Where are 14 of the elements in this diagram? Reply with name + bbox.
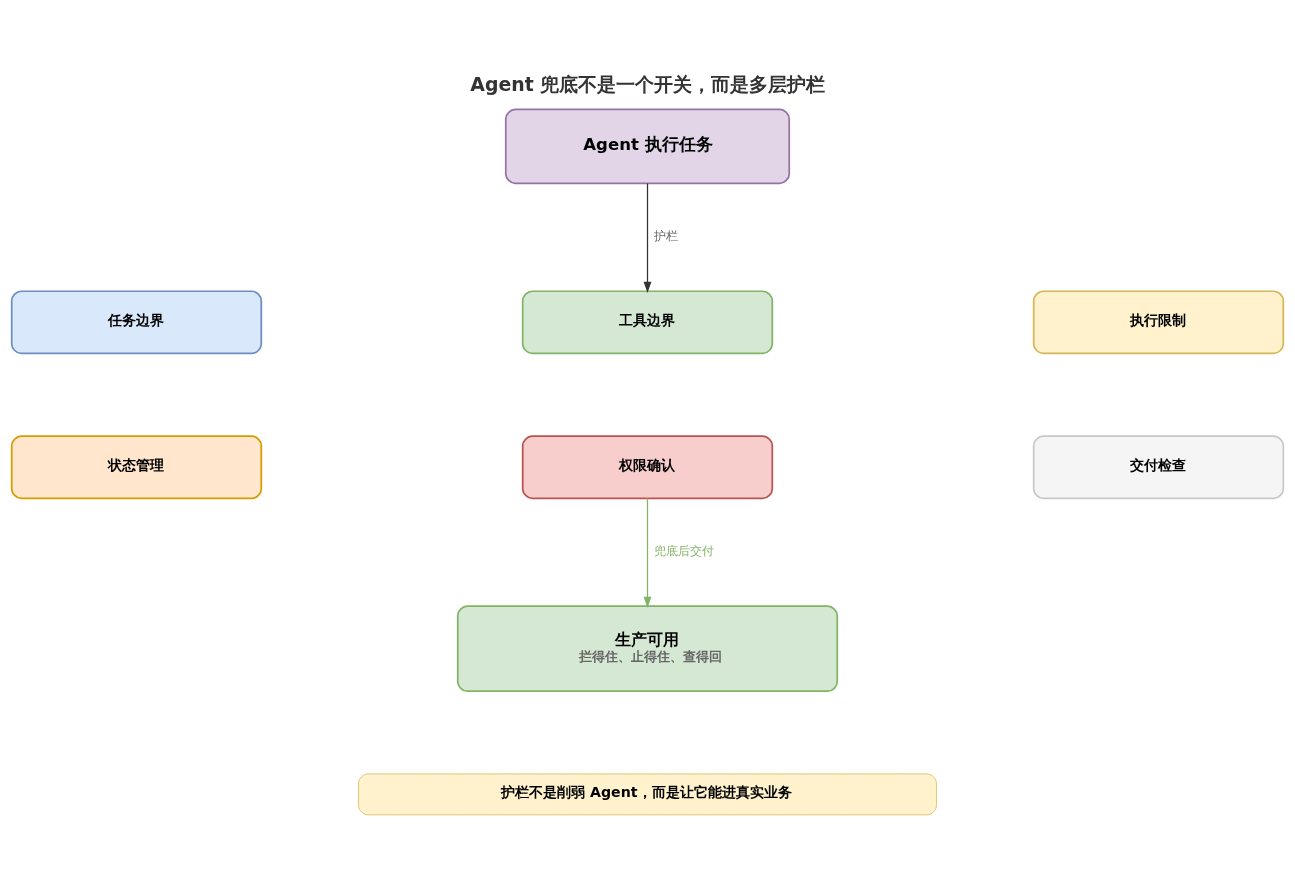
arrow xyxy=(643,182,652,293)
diagram-title: Agent 兜底不是一个开关，而是多层护栏 xyxy=(470,72,826,95)
node-box: 工具边界 xyxy=(521,289,774,354)
edge-label: 护栏 xyxy=(654,228,679,243)
node-box: 执行限制 xyxy=(1032,289,1285,354)
node-box: 生产可用 拦得住、止得住、查得回 xyxy=(456,604,839,692)
node-box: 护栏不是削弱 Agent，而是让它能进真实业务 xyxy=(358,773,937,815)
node-box: 权限确认 xyxy=(521,434,774,499)
arrow xyxy=(643,497,652,608)
node-box: Agent 执行任务 xyxy=(504,108,791,184)
edge-label: 兜底后交付 xyxy=(653,543,714,558)
node-box: 状态管理 xyxy=(10,434,263,499)
node-box: 任务边界 xyxy=(10,289,263,354)
node-box: 交付检查 xyxy=(1032,434,1285,499)
